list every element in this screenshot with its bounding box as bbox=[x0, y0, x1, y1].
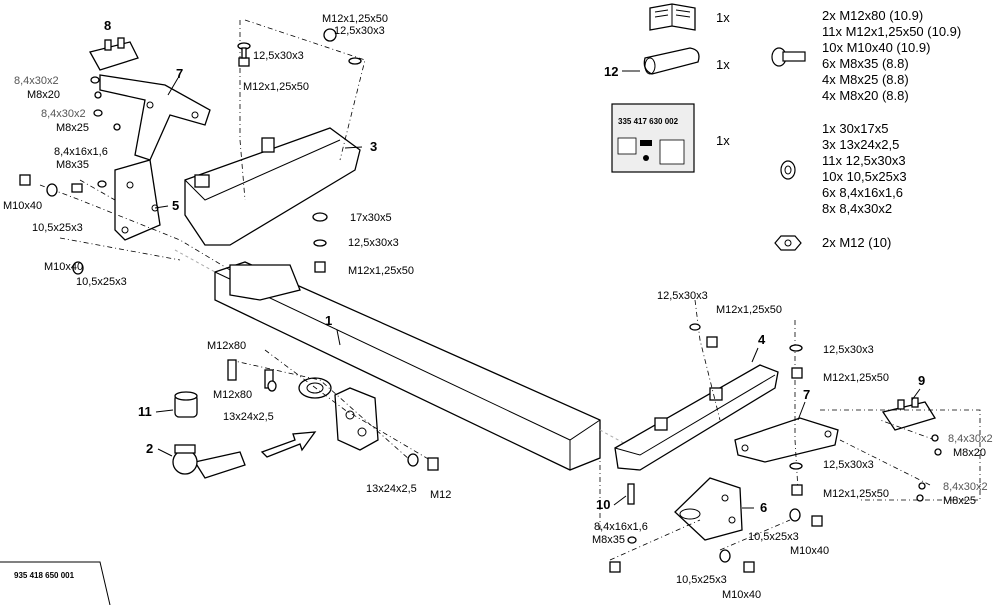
washer-row: 3x 13x24x2,5 bbox=[822, 137, 899, 152]
washer-row: 11x 12,5x30x3 bbox=[822, 153, 906, 168]
label: M12x1,25x50 bbox=[823, 372, 889, 384]
callout-9: 9 bbox=[918, 373, 925, 388]
label: M10x40 bbox=[722, 589, 761, 601]
label: 8,4x16x1,6 bbox=[594, 521, 648, 533]
book-qty: 1x bbox=[716, 10, 730, 25]
top-bracket-part-7 bbox=[99, 74, 211, 161]
legend: 1x 1x 335 417 630 002 1x 2x M12x80 (10.9… bbox=[611, 3, 961, 251]
size-labels: M12x1,25x50 12,5x30x3 12,5x30x3 M12x1,25… bbox=[3, 13, 993, 601]
tow-ball-part-2 bbox=[172, 444, 246, 479]
label: 13x24x2,5 bbox=[366, 483, 417, 495]
clamp-part-9 bbox=[881, 397, 937, 431]
label: 12,5x30x3 bbox=[253, 50, 304, 62]
callout-3: 3 bbox=[370, 139, 377, 154]
washer-row: 6x 8,4x16x1,6 bbox=[822, 185, 903, 200]
label: M12x1,25x50 bbox=[243, 81, 309, 93]
label: M12x1,25x50 bbox=[716, 304, 782, 316]
label: 13x24x2,5 bbox=[223, 411, 274, 423]
right-bracket-part-4 bbox=[614, 364, 779, 471]
label: 12,5x30x3 bbox=[657, 290, 708, 302]
doc-code: 935 418 650 001 bbox=[14, 571, 75, 580]
label: M8x35 bbox=[56, 159, 89, 171]
label: 17x30x5 bbox=[350, 212, 392, 224]
label: 12,5x30x3 bbox=[823, 459, 874, 471]
card-qty: 1x bbox=[716, 133, 730, 148]
label: M8x35 bbox=[592, 534, 625, 546]
bolt-row: 11x M12x1,25x50 (10.9) bbox=[822, 24, 961, 39]
label: M8x20 bbox=[953, 447, 986, 459]
clamp-part-8 bbox=[89, 37, 139, 71]
callout-4: 4 bbox=[758, 332, 766, 347]
callout-11: 11 bbox=[138, 404, 152, 419]
callout-8: 8 bbox=[104, 18, 111, 33]
sleeve-qty: 1x bbox=[716, 57, 730, 72]
callout-7b: 7 bbox=[803, 387, 810, 402]
callout-5: 5 bbox=[172, 198, 179, 213]
label: M12x1,25x50 bbox=[322, 13, 388, 25]
right-bracket-part-7 bbox=[734, 417, 839, 463]
fasteners bbox=[19, 28, 942, 573]
label: M10x40 bbox=[44, 261, 83, 273]
left-bracket-part-3 bbox=[184, 127, 361, 301]
label: M8x20 bbox=[27, 89, 60, 101]
callout-10: 10 bbox=[596, 497, 610, 512]
label: 10,5x25x3 bbox=[76, 276, 127, 288]
label: M12x1,25x50 bbox=[348, 265, 414, 277]
callout-numbers: 8 7 3 5 1 11 2 4 9 7 6 10 12 bbox=[104, 18, 925, 515]
label: 8,4x30x2 bbox=[14, 75, 59, 87]
bolt-row: 4x M8x25 (8.8) bbox=[822, 72, 909, 87]
nut-row: 2x M12 (10) bbox=[822, 235, 891, 250]
label: M10x40 bbox=[790, 545, 829, 557]
direction-arrow bbox=[260, 431, 317, 458]
bolt-row: 2x M12x80 (10.9) bbox=[822, 8, 923, 23]
label: 12,5x30x3 bbox=[348, 237, 399, 249]
washer-row: 8x 8,4x30x2 bbox=[822, 201, 892, 216]
washer-row: 1x 30x17x5 bbox=[822, 121, 889, 136]
bolt-row: 4x M8x20 (8.8) bbox=[822, 88, 909, 103]
book-icon bbox=[649, 3, 696, 31]
label: 10,5x25x3 bbox=[32, 222, 83, 234]
label: 8,4x30x2 bbox=[948, 433, 993, 445]
washer-icon bbox=[780, 160, 796, 180]
label: M12x80 bbox=[213, 389, 252, 401]
label: 10,5x25x3 bbox=[676, 574, 727, 586]
label: 8,4x30x2 bbox=[943, 481, 988, 493]
washer-row: 10x 10,5x25x3 bbox=[822, 169, 907, 184]
label: M12x80 bbox=[207, 340, 246, 352]
left-plate-part-5 bbox=[114, 159, 161, 241]
bolt-row: 6x M8x35 (8.8) bbox=[822, 56, 909, 71]
label: M8x25 bbox=[56, 122, 89, 134]
label: M12 bbox=[430, 489, 451, 501]
sleeve-icon bbox=[643, 47, 700, 75]
label: M8x25 bbox=[943, 495, 976, 507]
assembly-lines bbox=[39, 19, 981, 561]
label: M12x1,25x50 bbox=[823, 488, 889, 500]
right-plate-part-6 bbox=[674, 477, 743, 541]
callout-12: 12 bbox=[604, 64, 618, 79]
document-corner: 935 418 650 001 bbox=[0, 561, 111, 606]
callout-1: 1 bbox=[325, 313, 332, 328]
label: 8,4x30x2 bbox=[41, 108, 86, 120]
callout-6: 6 bbox=[760, 500, 767, 515]
card-code: 335 417 630 002 bbox=[618, 117, 679, 126]
callout-2: 2 bbox=[146, 441, 153, 456]
bolt-row: 10x M10x40 (10.9) bbox=[822, 40, 930, 55]
card-icon: 335 417 630 002 bbox=[611, 103, 695, 173]
nut-icon bbox=[774, 235, 802, 251]
bolt-icon bbox=[771, 47, 806, 67]
label: 8,4x16x1,6 bbox=[54, 146, 108, 158]
callout-7: 7 bbox=[176, 66, 183, 81]
ball-cap-part-11 bbox=[174, 391, 198, 418]
label: 12,5x30x3 bbox=[823, 344, 874, 356]
label: M10x40 bbox=[3, 200, 42, 212]
label: 10,5x25x3 bbox=[748, 531, 799, 543]
label: 12,5x30x3 bbox=[334, 25, 385, 37]
center-plate bbox=[334, 387, 379, 451]
